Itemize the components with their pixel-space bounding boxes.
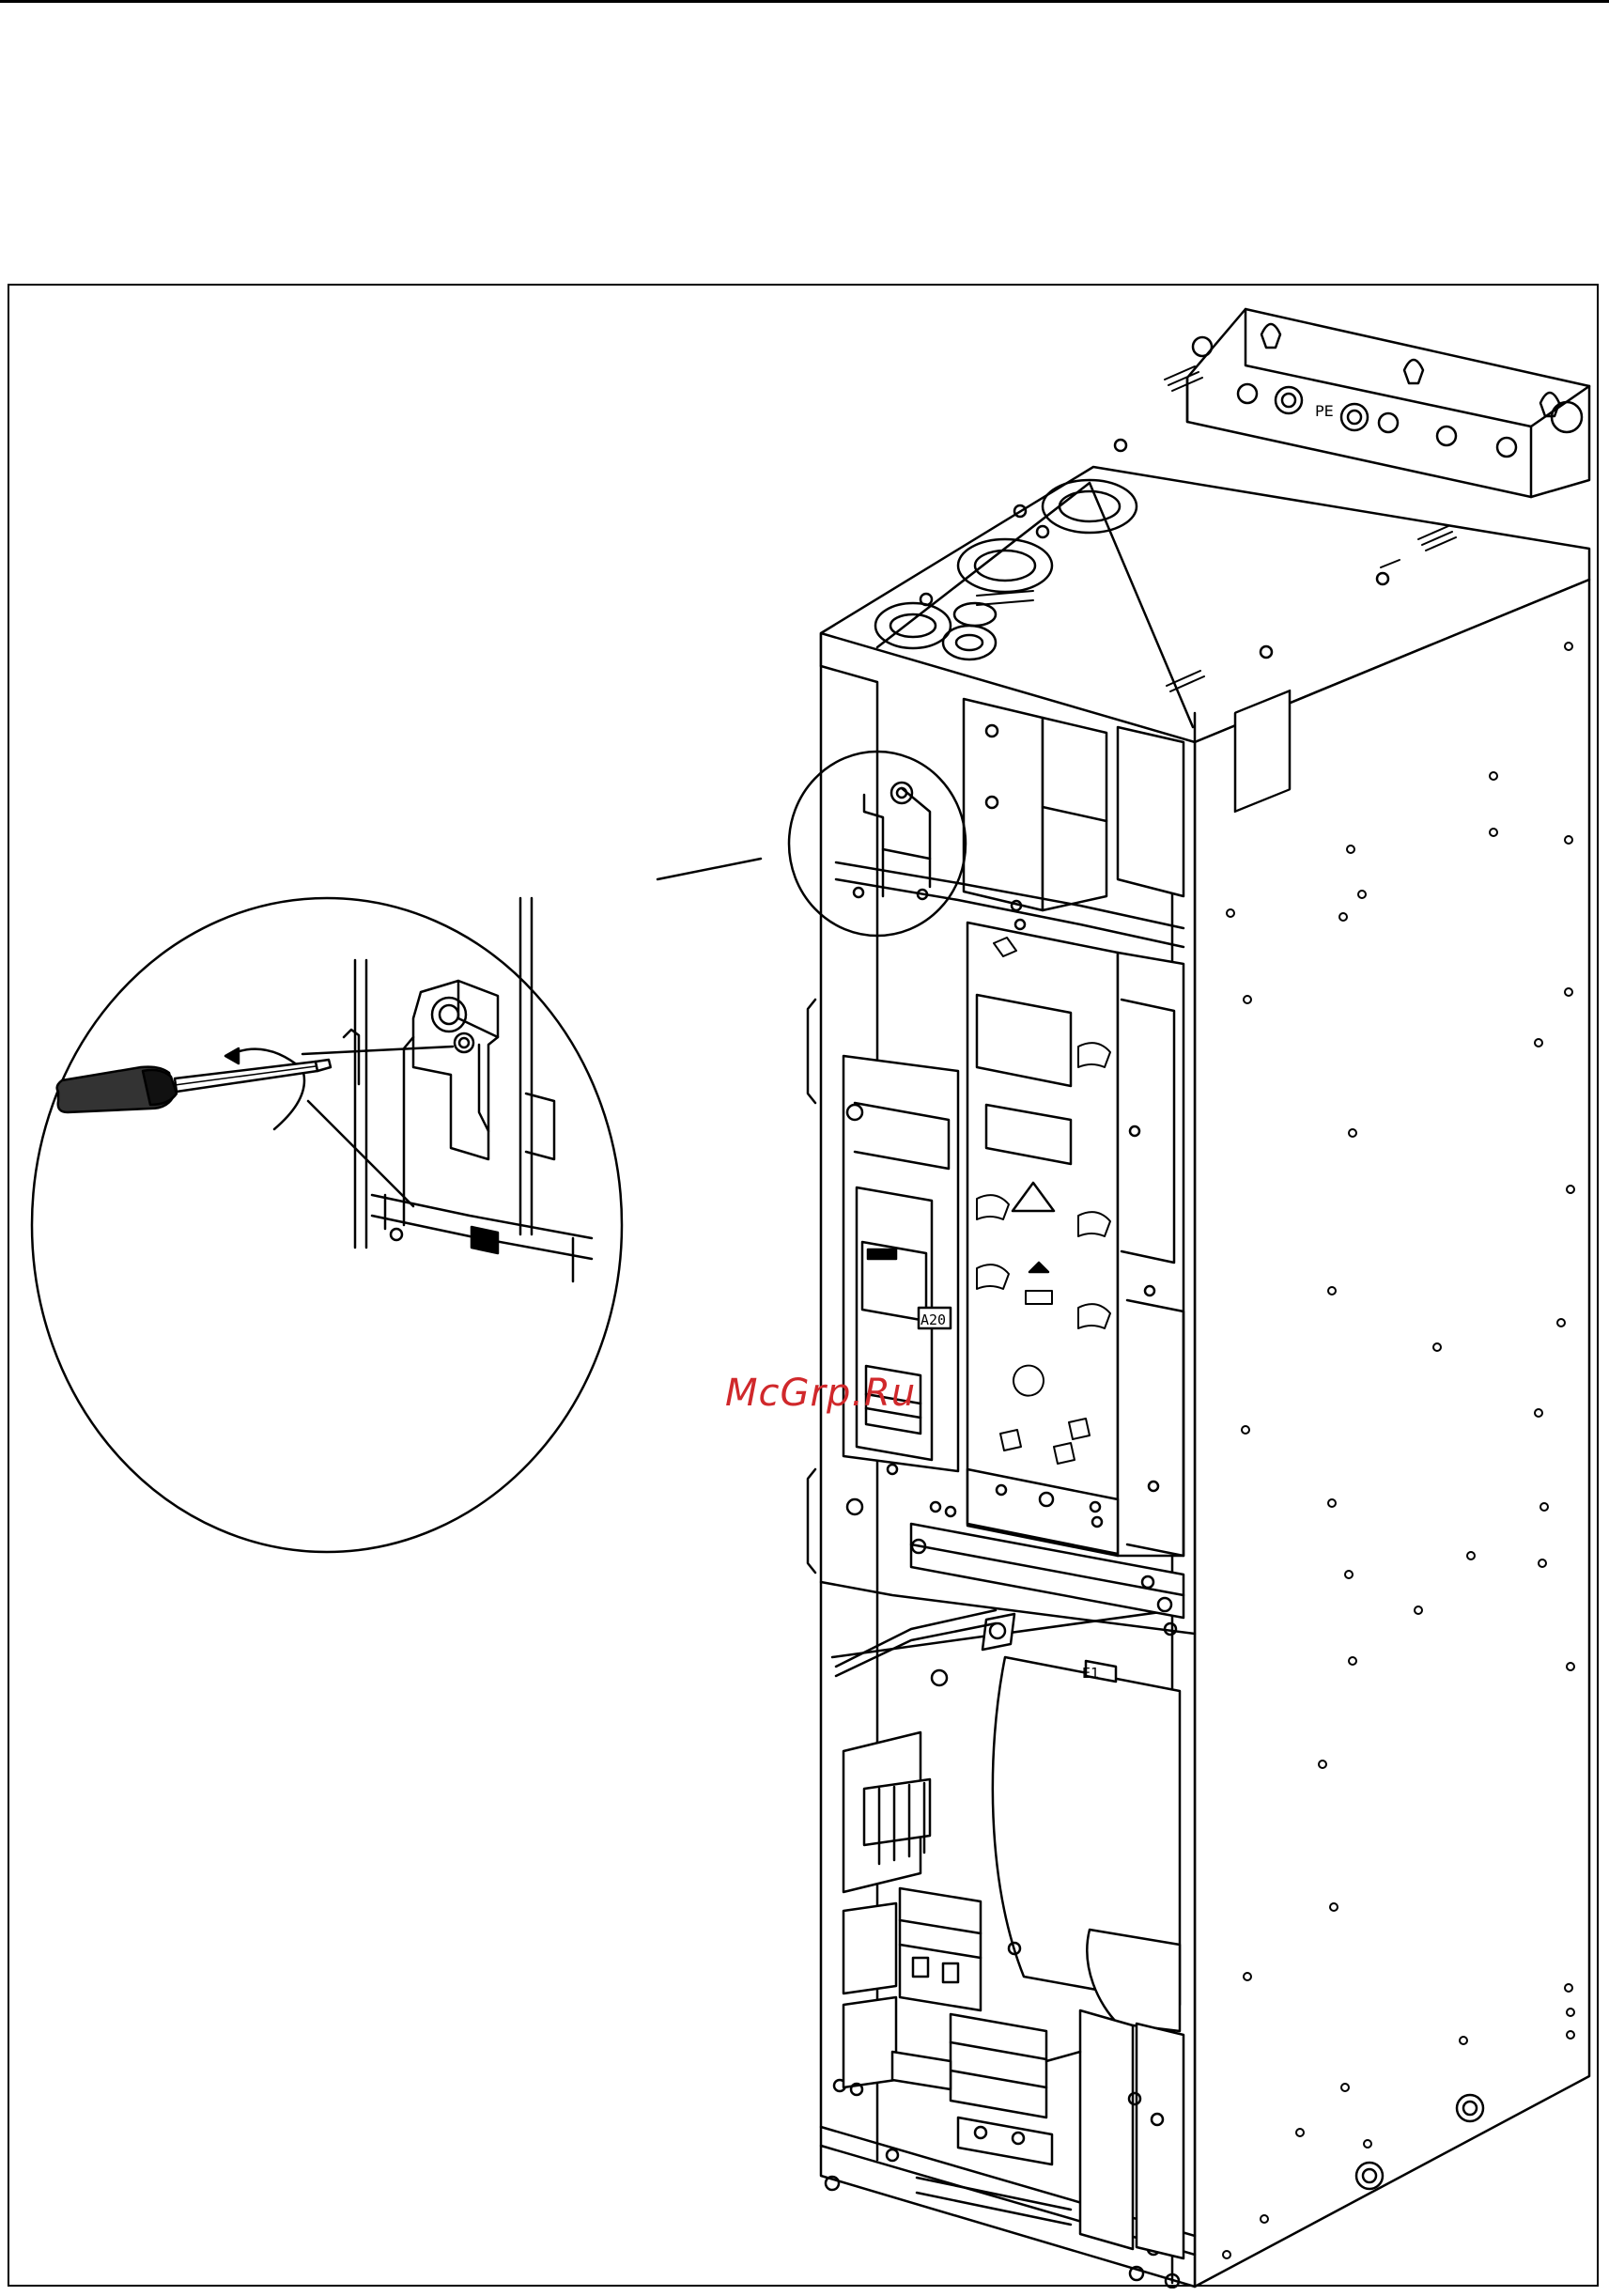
hinges <box>808 1000 815 1573</box>
header-rule <box>0 0 1609 3</box>
pe-label: PE <box>1315 402 1334 420</box>
watermark: McGrp.Ru <box>725 1372 916 1415</box>
rail-label: E1 <box>1082 1665 1099 1682</box>
module-label: A20 <box>921 1311 946 1328</box>
mid-cover-panel <box>967 923 1184 1556</box>
drive-cabinet-illustration: PE <box>9 286 1601 2288</box>
side-panel <box>1195 580 1589 2287</box>
figure-frame: PE <box>8 284 1599 2287</box>
control-unit <box>843 1056 958 1516</box>
magnified-detail <box>32 898 622 1552</box>
top-mounting-bracket <box>1187 309 1589 497</box>
